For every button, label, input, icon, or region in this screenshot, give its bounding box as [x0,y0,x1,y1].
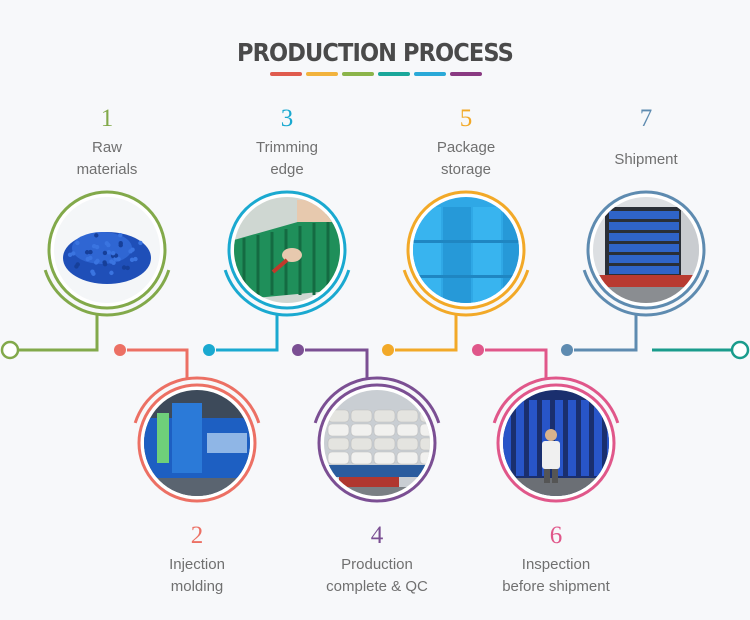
step-outer-arc [313,376,441,424]
step-number-1: 1 [100,105,114,132]
step-label-line: Raw [91,139,122,156]
step-label-6: Inspection before shipment [471,554,641,598]
step-label-2: Injection molding [112,554,282,598]
title-stripe-2 [306,72,338,76]
step-label-line: molding [170,578,224,595]
step-dot [292,344,304,356]
step-number-7: 7 [639,105,653,132]
step-dot [382,344,394,356]
step-outer-arc [492,376,620,424]
trimming-pallet-edge-photo [234,197,340,303]
title-stripe-1 [270,72,302,76]
step-label-line: edge [270,161,304,178]
process-step-7 [561,190,710,356]
step-connector [305,348,369,379]
step-outer-arc [402,269,530,317]
step-label-line: Inspection [521,556,591,573]
title-stripe-6 [450,72,482,76]
step-connector [17,314,99,352]
step-dot [472,344,484,356]
step-number-5: 5 [459,105,473,132]
stacked-blue-pallets-photo [413,197,519,303]
step-label-7: Shipment [561,149,731,171]
step-dot [203,344,215,356]
step-label-line: Shipment [614,151,678,168]
step-label-line: Production [341,556,413,573]
step-label-line: before shipment [502,578,610,595]
step-dot [114,344,126,356]
step-connector [395,314,458,352]
step-label-line: complete & QC [326,578,428,595]
step-connector [127,348,189,379]
step-label-line: materials [76,161,138,178]
process-step-6 [472,344,620,503]
blue-plastic-granules-photo [54,197,160,303]
step-number-6: 6 [549,522,563,549]
step-connector [216,314,279,352]
injection-molding-machine-photo [144,390,250,496]
process-step-3 [203,190,351,356]
step-outer-arc [223,269,351,317]
process-step-4 [292,344,441,503]
step-connector [574,314,638,352]
step-number-3: 3 [280,105,294,132]
step-label-line: Trimming [256,139,318,156]
step-connector [485,348,548,379]
step-number-4: 4 [370,522,384,549]
title-stripe-5 [414,72,446,76]
step-outer-arc [133,376,261,424]
process-step-1 [0,190,171,360]
step-label-3: Trimming edge [202,137,372,181]
step-label-5: Package storage [381,137,551,181]
step-label-line: storage [440,161,492,178]
process-step-5 [382,190,530,356]
step-label-line: Injection [169,556,225,573]
timeline-end-node [730,340,750,360]
title-underline-stripes [270,72,482,76]
step-dot [561,344,573,356]
step-number-2: 2 [190,522,204,549]
step-outer-arc [582,269,710,317]
step-label-4: Production complete & QC [292,554,462,598]
timeline-start-node [0,340,20,360]
page-title: PRODUCTION PROCESS [237,38,514,67]
title-stripe-3 [342,72,374,76]
title-stripe-4 [378,72,410,76]
step-label-1: Raw materials [22,137,192,181]
step-outer-arc [43,269,171,317]
process-step-2 [114,344,261,503]
step-label-line: Package [436,139,496,156]
